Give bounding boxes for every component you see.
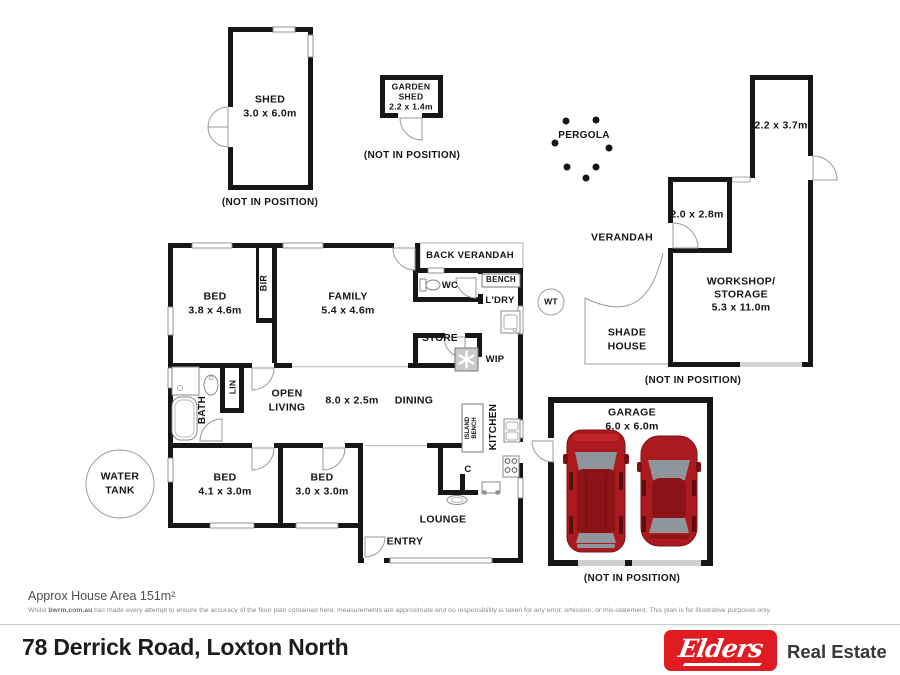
verandah-label: VERANDAH bbox=[591, 231, 653, 244]
elders-logo-text: Elders bbox=[676, 634, 765, 663]
wt-label: WT bbox=[544, 296, 558, 307]
ldry-label: L'DRY bbox=[485, 295, 515, 307]
c-cupboard-label: C bbox=[464, 464, 472, 476]
garden-shed-label-1: GARDEN bbox=[391, 81, 431, 92]
shade-house-label-1: SHADE bbox=[607, 326, 647, 339]
shade-house-label-2: HOUSE bbox=[607, 340, 647, 353]
garage-structure bbox=[531, 397, 713, 566]
footer-divider bbox=[0, 624, 900, 625]
bed1-label: BED bbox=[203, 290, 227, 303]
shed-note: (NOT IN POSITION) bbox=[221, 196, 319, 208]
pergola-posts bbox=[551, 116, 613, 182]
garden-shed-structure bbox=[380, 75, 443, 141]
family-dims: 5.4 x 4.6m bbox=[321, 304, 375, 317]
bed2-dims: 4.1 x 3.0m bbox=[198, 485, 252, 498]
heater-icon bbox=[458, 350, 475, 369]
garage-note: (NOT IN POSITION) bbox=[583, 572, 681, 584]
bench-label: BENCH bbox=[486, 275, 516, 284]
fixtures bbox=[171, 273, 521, 505]
wc-label: WC bbox=[441, 280, 459, 292]
kitchen-label: KITCHEN bbox=[487, 403, 499, 451]
garden-shed-note: (NOT IN POSITION) bbox=[363, 149, 461, 161]
house-windows bbox=[167, 242, 524, 564]
workshop-dims: 5.3 x 11.0m bbox=[711, 301, 771, 314]
elders-logo-underline bbox=[683, 662, 762, 665]
garden-shed-dims: 2.2 x 1.4m bbox=[389, 101, 433, 112]
wip-label: WIP bbox=[485, 354, 505, 366]
family-label: FAMILY bbox=[328, 290, 368, 303]
lin-label: LIN bbox=[227, 379, 238, 395]
water-tank-label-1: WATER bbox=[100, 470, 140, 483]
open-living-dims: 8.0 x 2.5m bbox=[325, 394, 379, 407]
bed2-label: BED bbox=[213, 471, 237, 484]
elders-logo: Elders bbox=[664, 630, 777, 671]
store-label: STORE bbox=[422, 332, 458, 344]
water-tank-circle bbox=[85, 449, 155, 519]
garage-dims: 6.0 x 6.0m bbox=[605, 420, 659, 433]
car-wagon bbox=[563, 429, 629, 553]
shed-label: SHED bbox=[254, 93, 286, 106]
pergola-label: PERGOLA bbox=[558, 129, 610, 141]
workshop-label-1: WORKSHOP/ bbox=[706, 275, 776, 288]
open-living-label-2: LIVING bbox=[268, 401, 306, 414]
property-address: 78 Derrick Road, Loxton North bbox=[22, 634, 349, 660]
back-verandah-label: BACK VERANDAH bbox=[426, 250, 514, 262]
car-sedan bbox=[637, 435, 701, 547]
disclaimer: Whilst bwrm.com.au has made every attemp… bbox=[28, 607, 771, 614]
water-tank-label-2: TANK bbox=[105, 484, 135, 497]
bed3-label: BED bbox=[310, 471, 334, 484]
workshop-label-2: STORAGE bbox=[714, 288, 768, 301]
island-bench-line2: BENCH bbox=[472, 417, 478, 439]
garden-shed-label-2: SHED bbox=[398, 91, 424, 102]
bath-label: BATH bbox=[196, 395, 208, 425]
dining-label: DINING bbox=[394, 394, 434, 407]
bed3-dims: 3.0 x 3.0m bbox=[295, 485, 349, 498]
open-living-label-1: OPEN bbox=[271, 387, 303, 400]
shed-structure bbox=[207, 26, 314, 190]
disclaimer-rest: has made every attempt to ensure the acc… bbox=[92, 607, 772, 614]
area-note: Approx House Area 151m² bbox=[28, 589, 176, 603]
workshop-upper-dims: 2.2 x 3.7m bbox=[754, 119, 808, 132]
wt-tank-circle bbox=[537, 288, 565, 316]
garage-label: GARAGE bbox=[608, 406, 656, 419]
bir-label: BIR bbox=[258, 274, 269, 292]
shed-dims: 3.0 x 6.0m bbox=[243, 107, 297, 120]
workshop-side-room-dims: 2.0 x 2.8m bbox=[670, 208, 724, 221]
island-bench-line1: ISLAND bbox=[465, 416, 472, 440]
bed1-dims: 3.8 x 4.6m bbox=[188, 304, 242, 317]
brand-suffix: Real Estate bbox=[787, 641, 887, 662]
workshop-note: (NOT IN POSITION) bbox=[644, 374, 742, 386]
disclaimer-prefix: Whilst bbox=[28, 607, 49, 614]
workshop-structure bbox=[668, 75, 838, 367]
entry-label: ENTRY bbox=[386, 535, 424, 548]
shade-house-outline bbox=[584, 252, 668, 365]
lounge-label: LOUNGE bbox=[419, 513, 467, 526]
disclaimer-brand: bwrm.com.au bbox=[48, 607, 93, 614]
